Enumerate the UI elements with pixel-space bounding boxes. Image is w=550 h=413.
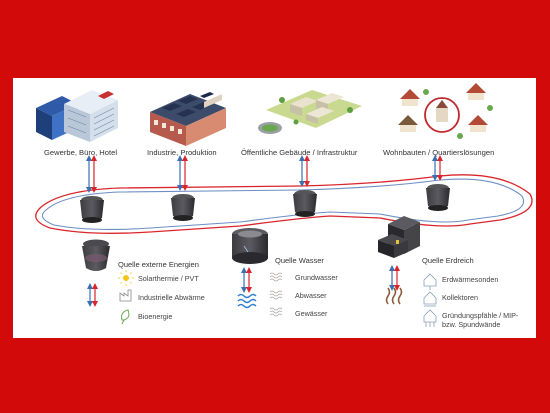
source-item-foundation-piles-line2: bzw. Spundwände — [442, 320, 501, 329]
consumer-label-public: Öffentliche Gebäude / Infrastruktur — [241, 148, 358, 157]
consumer-label-commercial: Gewerbe, Büro, Hotel — [44, 148, 118, 157]
consumer-label-residential: Wohnbauten / Quartierslösungen — [383, 148, 495, 157]
wastewater-waves-icon — [269, 290, 283, 300]
source-item-groundwater: Grundwasser — [295, 273, 338, 282]
source-item-wastewater: Abwasser — [295, 291, 327, 300]
factory-solar-roof-icon — [150, 92, 226, 146]
source-item-industrial-heat: Industrielle Abwärme — [138, 293, 205, 302]
residential-houses-icon — [398, 83, 493, 139]
leaf-icon — [121, 309, 130, 325]
factory-icon — [119, 289, 132, 302]
house-foundation-icon — [423, 309, 437, 327]
source-item-solar: Solarthermie / PVT — [138, 274, 199, 283]
source-item-surface-water: Gewässer — [295, 309, 328, 318]
house-collector-icon — [423, 291, 437, 307]
source-exchange-arrows — [87, 265, 400, 307]
transfer-station — [293, 190, 317, 217]
source-item-borehole: Erdwärmesonden — [442, 275, 499, 284]
consumer-exchange-arrows — [86, 155, 443, 193]
source-item-foundation-piles: Gründungspfähle / MIP- — [442, 311, 519, 320]
transfer-station — [171, 194, 195, 221]
office-buildings-icon — [36, 90, 118, 142]
transfer-station — [80, 196, 104, 223]
surface-water-icon — [269, 307, 283, 317]
groundwater-waves-icon — [269, 272, 283, 282]
water-waves-icon — [237, 293, 257, 309]
cold-network-ring — [41, 178, 525, 230]
sun-icon — [118, 270, 134, 286]
consumer-label-industry: Industrie, Produktion — [147, 148, 217, 157]
transfer-station — [426, 184, 450, 211]
source-title-ground: Quelle Erdreich — [422, 256, 474, 265]
public-campus-stadium-icon — [258, 90, 362, 134]
house-probe-icon — [423, 273, 437, 290]
source-title-water: Quelle Wasser — [275, 256, 324, 265]
source-station-water — [232, 228, 268, 264]
source-station-ground — [378, 216, 420, 258]
source-title-external: Quelle externe Energien — [118, 260, 199, 269]
source-item-bioenergy: Bioenergie — [138, 312, 173, 321]
heat-network-ring — [35, 174, 533, 234]
ground-heat-icon — [385, 287, 403, 305]
source-station-external — [82, 239, 110, 271]
source-item-collectors: Kollektoren — [442, 293, 478, 302]
